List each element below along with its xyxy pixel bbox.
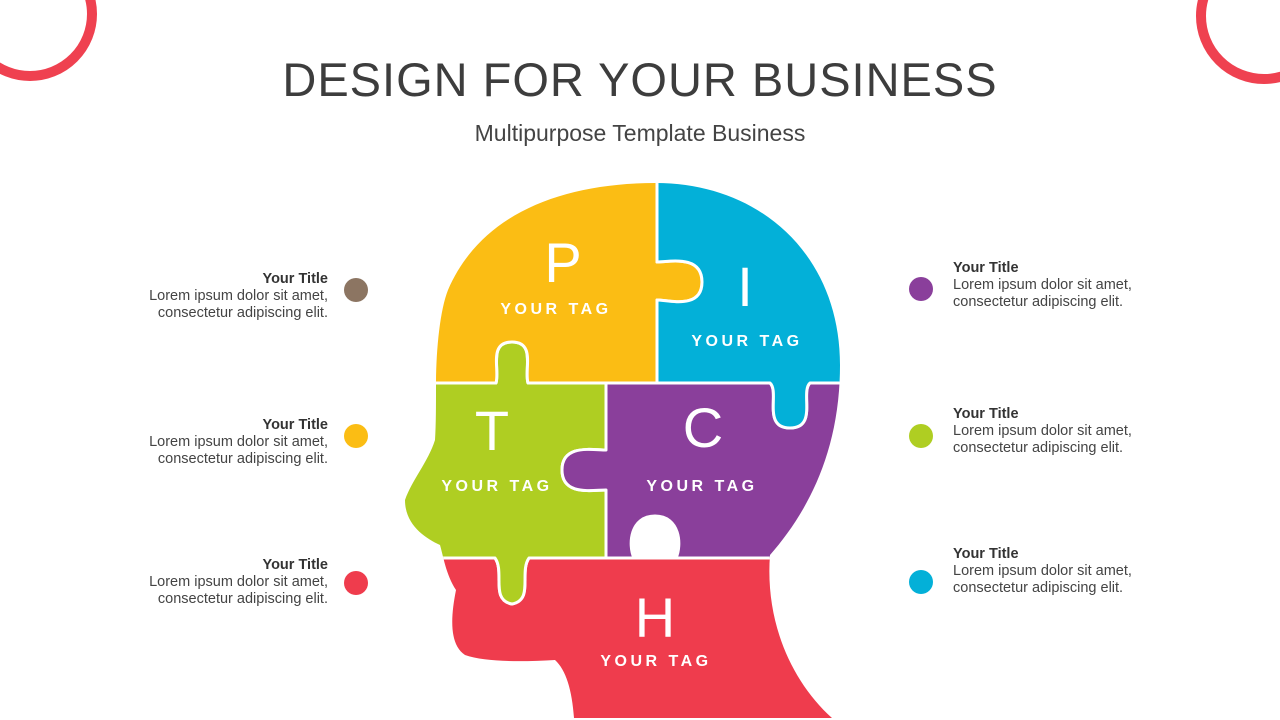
right-item-3: Your Title Lorem ipsum dolor sit amet, c… [953,546,1213,597]
piece-letter-i: I [737,255,753,318]
item-text: Lorem ipsum dolor sit amet, consectetur … [68,574,328,608]
piece-letter-c: C [683,396,723,459]
item-text: Lorem ipsum dolor sit amet, consectetur … [953,423,1213,457]
item-title: Your Title [953,406,1213,423]
left-dot-1 [344,278,368,302]
left-item-3: Your Title Lorem ipsum dolor sit amet, c… [68,557,328,608]
piece-letter-p: P [544,231,581,294]
right-dot-3 [909,570,933,594]
item-text: Lorem ipsum dolor sit amet, consectetur … [68,288,328,322]
piece-tag-h: YOUR TAG [600,653,711,670]
piece-tag-p: YOUR TAG [500,301,611,318]
puzzle-piece-c [562,383,900,558]
item-text: Lorem ipsum dolor sit amet, consectetur … [953,277,1213,311]
item-text: Lorem ipsum dolor sit amet, consectetur … [953,563,1213,597]
piece-tag-c: YOUR TAG [646,478,757,495]
piece-tag-t: YOUR TAG [441,478,552,495]
right-item-1: Your Title Lorem ipsum dolor sit amet, c… [953,260,1213,311]
right-item-2: Your Title Lorem ipsum dolor sit amet, c… [953,406,1213,457]
item-title: Your Title [68,417,328,434]
item-title: Your Title [953,546,1213,563]
left-dot-3 [344,571,368,595]
right-dot-2 [909,424,933,448]
item-title: Your Title [68,557,328,574]
piece-tag-i: YOUR TAG [691,333,802,350]
puzzle-piece-p [380,150,702,383]
right-dot-1 [909,277,933,301]
item-title: Your Title [68,271,328,288]
piece-letter-h: H [635,586,675,649]
left-item-2: Your Title Lorem ipsum dolor sit amet, c… [68,417,328,468]
piece-letter-t: T [475,399,509,462]
left-dot-2 [344,424,368,448]
item-title: Your Title [953,260,1213,277]
item-text: Lorem ipsum dolor sit amet, consectetur … [68,434,328,468]
left-item-1: Your Title Lorem ipsum dolor sit amet, c… [68,271,328,322]
